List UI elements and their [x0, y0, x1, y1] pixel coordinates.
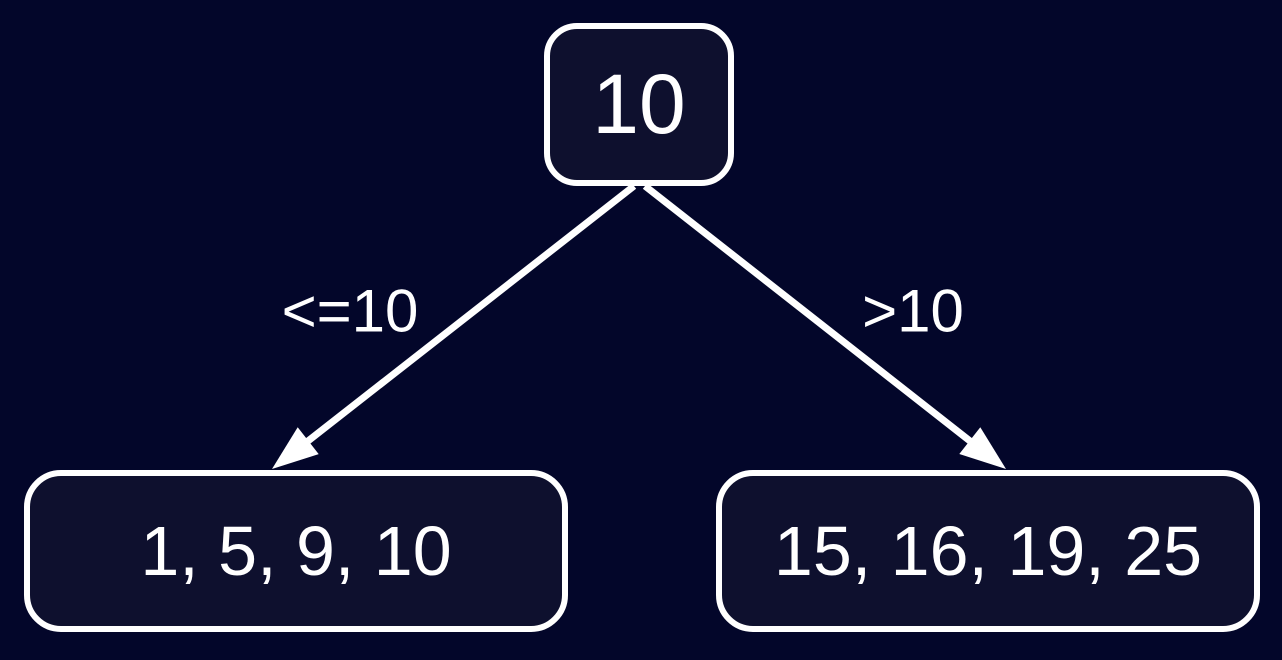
edge-left: <=10 — [272, 183, 637, 469]
right-edge-line — [642, 183, 973, 444]
root-node-label: 10 — [592, 57, 685, 151]
left-edge-line — [305, 183, 637, 444]
left-child-node-box — [24, 470, 568, 632]
left-edge-arrowhead — [272, 427, 319, 469]
root-node-box — [544, 23, 734, 186]
right-child-node-box — [716, 470, 1260, 632]
node-root: 10 — [544, 23, 734, 186]
right-edge-label: >10 — [862, 278, 964, 345]
left-edge-label: <=10 — [282, 278, 419, 345]
left-child-node-label: 1, 5, 9, 10 — [140, 512, 451, 590]
right-edge-arrowhead — [959, 427, 1006, 469]
right-child-node-label: 15, 16, 19, 25 — [774, 512, 1202, 590]
node-right-child: 15, 16, 19, 25 — [716, 470, 1260, 632]
edge-right: >10 — [642, 183, 1006, 469]
node-left-child: 1, 5, 9, 10 — [24, 470, 568, 632]
